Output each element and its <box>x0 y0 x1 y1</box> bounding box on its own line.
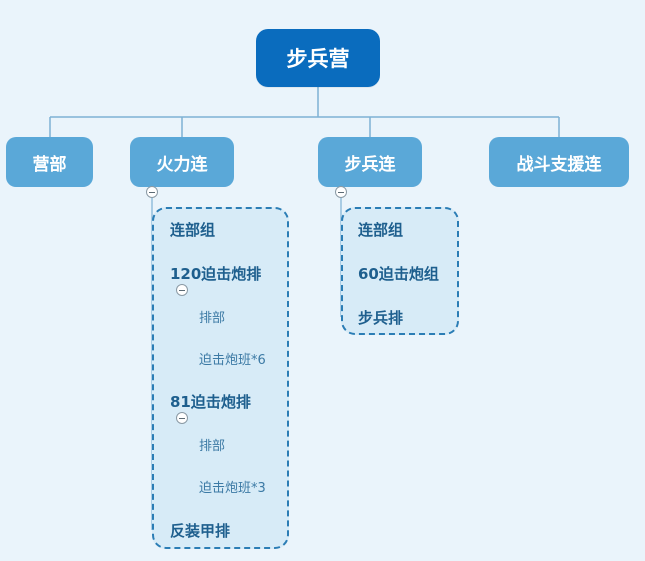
branch-fire-company[interactable]: 火力连 <box>130 137 234 187</box>
infantry-item-platoon[interactable]: 步兵排 <box>358 309 404 327</box>
infantry-item-mortar60[interactable]: 60迫击炮组 <box>358 265 439 283</box>
mortar81-sub-hq[interactable]: 排部 <box>199 439 226 454</box>
collapse-mortar120-icon[interactable] <box>176 284 188 296</box>
infantry-company-group <box>341 207 459 335</box>
branch-infantry-company[interactable]: 步兵连 <box>318 137 422 187</box>
root-node[interactable]: 步兵营 <box>256 29 380 87</box>
fire-item-mortar81[interactable]: 81迫击炮排 <box>170 393 251 411</box>
branch-battalion-hq[interactable]: 营部 <box>6 137 93 187</box>
collapse-mortar81-icon[interactable] <box>176 412 188 424</box>
mortar120-sub-hq[interactable]: 排部 <box>199 311 226 326</box>
mortar81-sub-squads[interactable]: 迫击炮班*3 <box>199 481 266 496</box>
fire-item-antiarmor[interactable]: 反装甲排 <box>170 522 231 540</box>
fire-company-group <box>152 207 289 549</box>
fire-item-hq[interactable]: 连部组 <box>170 221 216 239</box>
branch-combat-support-company[interactable]: 战斗支援连 <box>489 137 629 187</box>
collapse-fire-company-icon[interactable] <box>146 186 158 198</box>
mortar120-sub-squads[interactable]: 迫击炮班*6 <box>199 353 266 368</box>
collapse-infantry-company-icon[interactable] <box>335 186 347 198</box>
infantry-item-hq[interactable]: 连部组 <box>358 221 404 239</box>
fire-item-mortar120[interactable]: 120迫击炮排 <box>170 265 262 283</box>
